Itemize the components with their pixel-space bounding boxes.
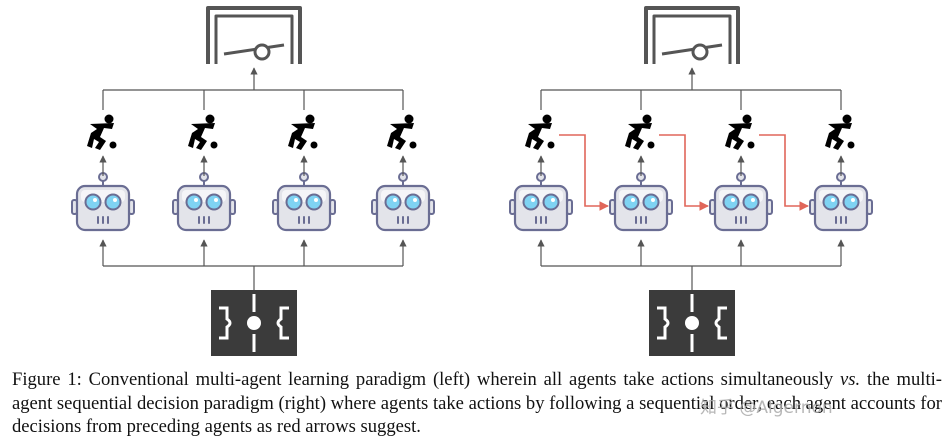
soccer-player-icon bbox=[288, 114, 318, 150]
soccer-player-icon bbox=[87, 114, 117, 150]
panel-sequential bbox=[509, 6, 873, 356]
soccer-player-icon bbox=[625, 114, 655, 150]
panel-conventional bbox=[71, 6, 435, 356]
soccer-field-icon bbox=[211, 290, 297, 356]
figure-canvas bbox=[71, 6, 873, 356]
caption-vs: vs. bbox=[840, 369, 861, 390]
caption-label: Figure 1: bbox=[12, 369, 82, 390]
robot-icon bbox=[809, 172, 873, 232]
caption-text-after: the multi-agent sequential decision para… bbox=[12, 369, 942, 437]
soccer-player-icon bbox=[725, 114, 755, 150]
figure-caption: Figure 1: Conventional multi-agent learn… bbox=[12, 368, 942, 439]
robot-icon bbox=[371, 172, 435, 232]
robot-icon bbox=[172, 172, 236, 232]
robot-icon bbox=[509, 172, 573, 232]
robot-icon bbox=[272, 172, 336, 232]
robot-icon bbox=[71, 172, 135, 232]
soccer-player-icon bbox=[825, 114, 855, 150]
sequential-red-arrow bbox=[759, 134, 809, 211]
robot-icon bbox=[709, 172, 773, 232]
watermark-text: 知乎 @Algernon bbox=[700, 398, 833, 418]
soccer-player-icon bbox=[387, 114, 417, 150]
soccer-player-icon bbox=[525, 114, 555, 150]
soccer-goal-icon bbox=[206, 6, 302, 64]
sequential-red-arrow bbox=[559, 134, 609, 211]
soccer-goal-icon bbox=[644, 6, 740, 64]
soccer-player-icon bbox=[188, 114, 218, 150]
robot-icon bbox=[609, 172, 673, 232]
sequential-red-arrow bbox=[659, 134, 709, 211]
caption-text-before: Conventional multi-agent learning paradi… bbox=[81, 369, 841, 390]
soccer-field-icon bbox=[649, 290, 735, 356]
